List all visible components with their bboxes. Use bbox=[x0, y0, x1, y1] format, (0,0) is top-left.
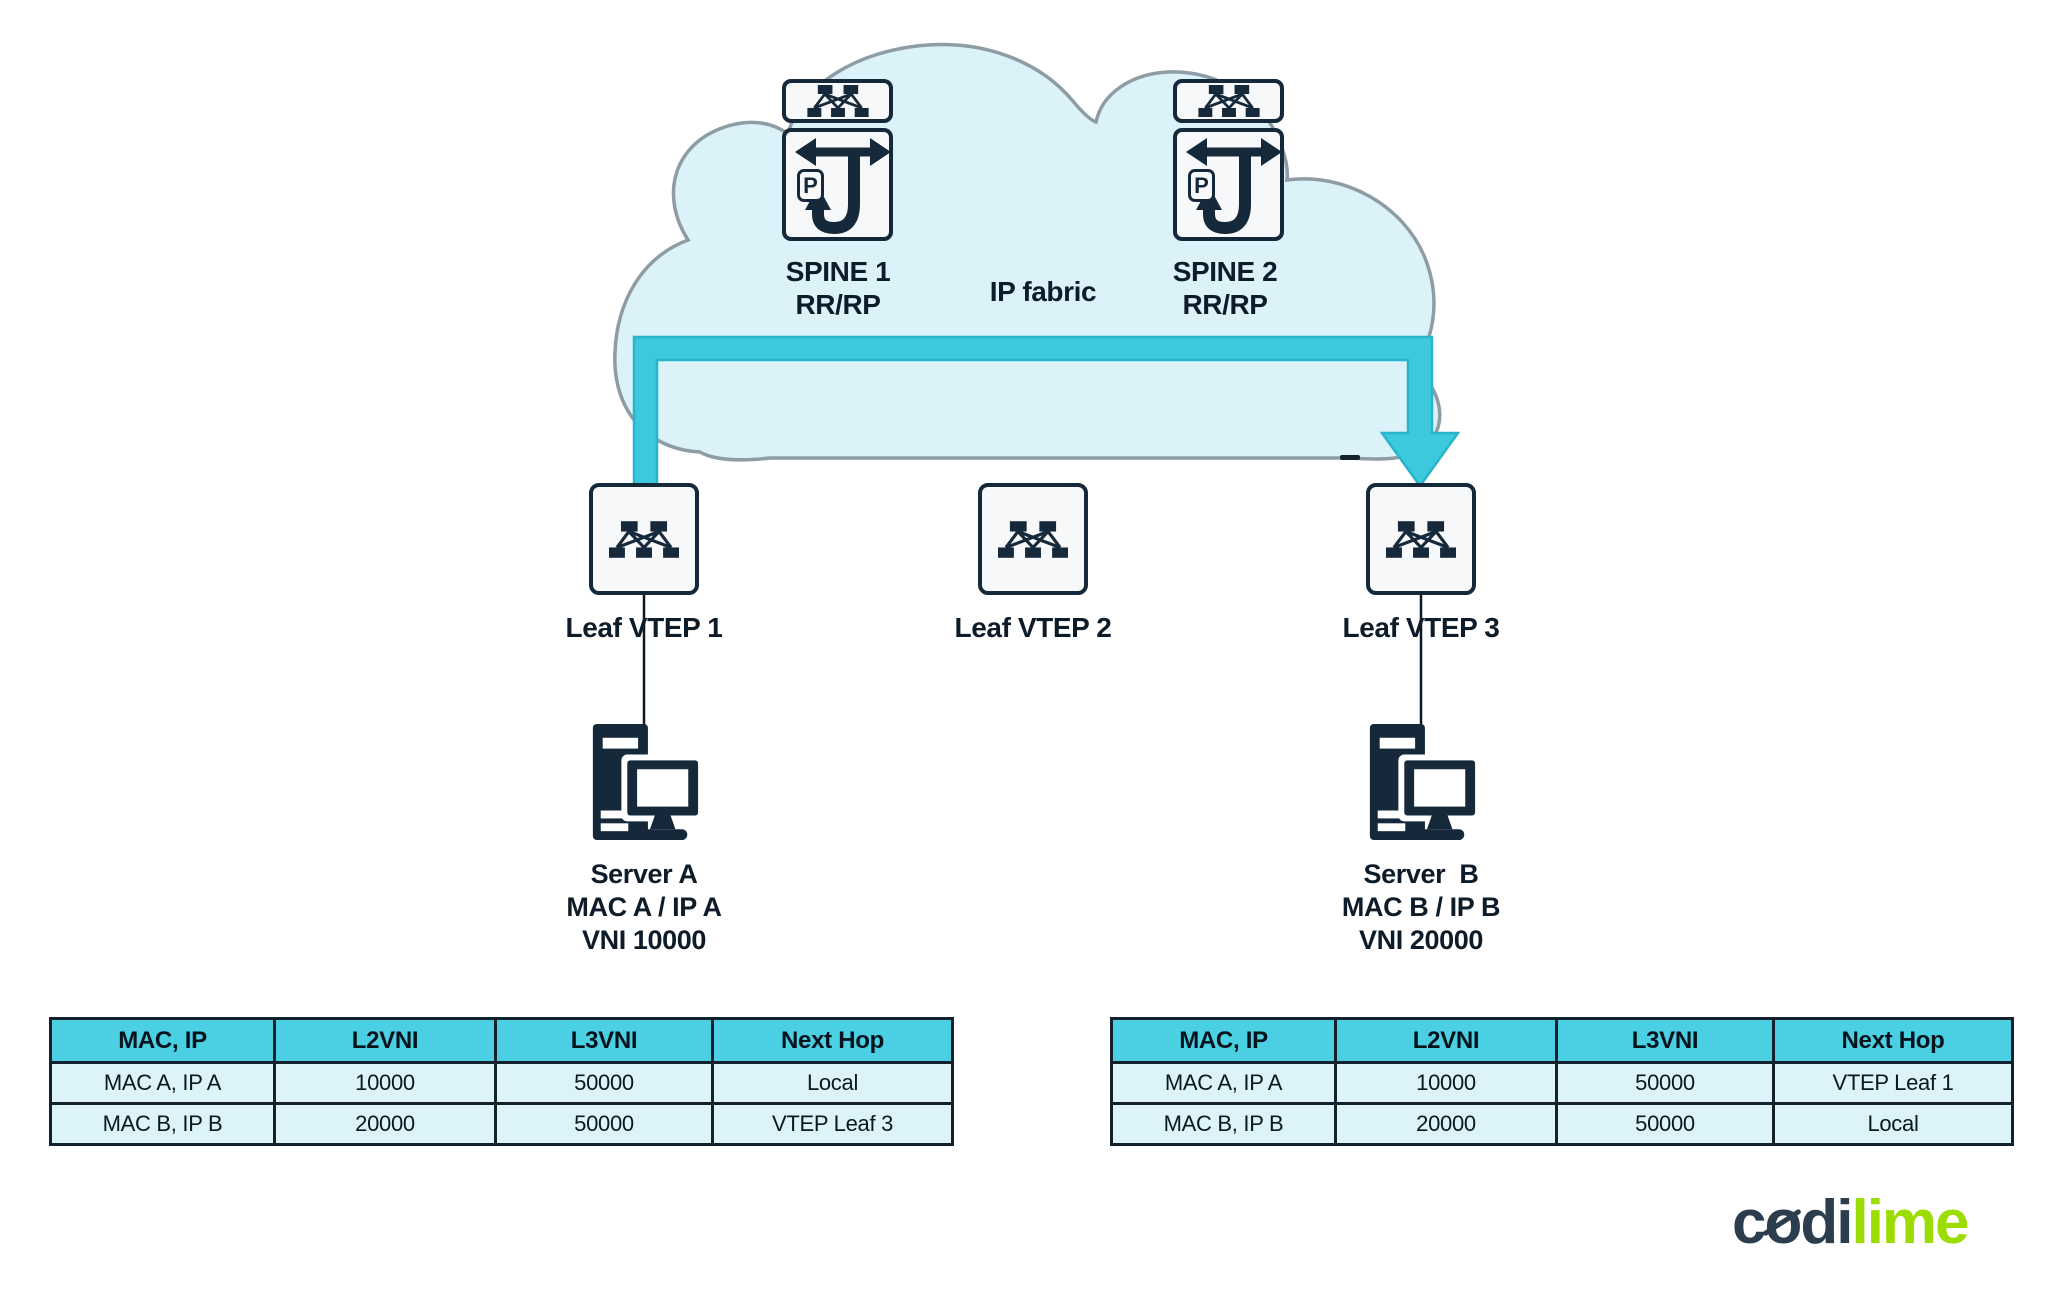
table-row: MAC A, IP A 10000 50000 VTEP Leaf 1 bbox=[1110, 1061, 2014, 1105]
table-cell: MAC B, IP B bbox=[49, 1102, 276, 1146]
serverA-label: Server A MAC A / IP A VNI 10000 bbox=[494, 858, 794, 957]
table-cell: 20000 bbox=[1334, 1102, 1558, 1146]
table-cell: VTEP Leaf 1 bbox=[1772, 1061, 2014, 1105]
switch-icon bbox=[1197, 85, 1260, 117]
table-cell: MAC A, IP A bbox=[1110, 1061, 1337, 1105]
table-header-cell: L3VNI bbox=[494, 1017, 714, 1064]
spine2-label: SPINE 2 RR/RP bbox=[1115, 255, 1335, 321]
table-header-row: MAC, IP L2VNI L3VNI Next Hop bbox=[49, 1017, 954, 1064]
table-cell: Local bbox=[711, 1061, 954, 1105]
spine2-switch-box bbox=[1173, 79, 1284, 123]
table-header-cell: L3VNI bbox=[1555, 1017, 1775, 1064]
spine2-router-box: P bbox=[1173, 128, 1284, 241]
spine2-role: RR/RP bbox=[1182, 289, 1268, 320]
table-cell: MAC A, IP A bbox=[49, 1061, 276, 1105]
serverB-name: Server B bbox=[1363, 859, 1479, 889]
table-cell: 10000 bbox=[273, 1061, 497, 1105]
vtep3-routing-table: MAC, IP L2VNI L3VNI Next Hop MAC A, IP A… bbox=[1110, 1017, 2014, 1146]
spine2-name: SPINE 2 bbox=[1172, 256, 1278, 287]
leaf-vtep3-label: Leaf VTEP 3 bbox=[1342, 612, 1500, 643]
table-header-cell: MAC, IP bbox=[49, 1017, 276, 1064]
table-header-row: MAC, IP L2VNI L3VNI Next Hop bbox=[1110, 1017, 2014, 1064]
table-header-cell: Next Hop bbox=[1772, 1017, 2014, 1064]
leaf-vtep2-box bbox=[978, 483, 1088, 595]
serverB-address: MAC B / IP B bbox=[1341, 892, 1501, 922]
table-cell: 50000 bbox=[1555, 1061, 1775, 1105]
serverB-label: Server B MAC B / IP B VNI 20000 bbox=[1271, 858, 1571, 957]
serverA-name: Server A bbox=[590, 859, 698, 889]
serverA-vni: VNI 10000 bbox=[582, 925, 706, 955]
ip-fabric-cloud bbox=[613, 42, 1442, 462]
leaf-vtep2-label: Leaf VTEP 2 bbox=[954, 612, 1112, 643]
table-header-cell: L2VNI bbox=[273, 1017, 497, 1064]
switch-icon bbox=[609, 520, 679, 558]
leaf-vtep3-box bbox=[1366, 483, 1476, 595]
table-cell: 10000 bbox=[1334, 1061, 1558, 1105]
serverB-vni: VNI 20000 bbox=[1359, 925, 1483, 955]
table-cell: VTEP Leaf 3 bbox=[711, 1102, 954, 1146]
table-cell: 50000 bbox=[494, 1061, 714, 1105]
table-cell: 50000 bbox=[1555, 1102, 1775, 1146]
table-cell: Local bbox=[1772, 1102, 2014, 1146]
table-row: MAC A, IP A 10000 50000 Local bbox=[49, 1061, 954, 1105]
switch-icon bbox=[998, 520, 1068, 558]
table-header-cell: MAC, IP bbox=[1110, 1017, 1337, 1064]
table-header-cell: L2VNI bbox=[1334, 1017, 1558, 1064]
logo-text-dark-prefix: c bbox=[1732, 1188, 1767, 1257]
cloud-label: IP fabric bbox=[989, 276, 1097, 307]
table-cell: 20000 bbox=[273, 1102, 497, 1146]
spine1-role: RR/RP bbox=[795, 289, 881, 320]
logo-slashed-o: o bbox=[1764, 1188, 1802, 1257]
cloud-edge-dash bbox=[1340, 455, 1360, 460]
server-icon bbox=[592, 724, 703, 841]
route-advertisement-arrow bbox=[632, 335, 1461, 489]
spine1-router-box: P bbox=[782, 128, 893, 241]
serverA-address: MAC A / IP A bbox=[566, 892, 722, 922]
table-header-cell: Next Hop bbox=[711, 1017, 954, 1064]
vtep1-routing-table: MAC, IP L2VNI L3VNI Next Hop MAC A, IP A… bbox=[49, 1017, 954, 1146]
spine1-label: SPINE 1 RR/RP bbox=[728, 255, 948, 321]
table-cell: MAC B, IP B bbox=[1110, 1102, 1337, 1146]
switch-icon bbox=[1386, 520, 1456, 558]
p-badge: P bbox=[1188, 169, 1215, 202]
table-row: MAC B, IP B 20000 50000 Local bbox=[1110, 1102, 2014, 1146]
table-row: MAC B, IP B 20000 50000 VTEP Leaf 3 bbox=[49, 1102, 954, 1146]
logo-text-lime: lime bbox=[1851, 1188, 1969, 1257]
leaf-vtep1-label: Leaf VTEP 1 bbox=[565, 612, 723, 643]
table-cell: 50000 bbox=[494, 1102, 714, 1146]
codilime-logo: codilime bbox=[1732, 1188, 1970, 1257]
logo-text-dark-middle: di bbox=[1800, 1188, 1853, 1257]
p-badge: P bbox=[797, 169, 824, 202]
leaf-vtep1-box bbox=[589, 483, 699, 595]
spine1-switch-box bbox=[782, 79, 893, 123]
server-icon bbox=[1369, 724, 1480, 841]
spine1-name: SPINE 1 bbox=[785, 256, 891, 287]
switch-icon bbox=[806, 85, 869, 117]
